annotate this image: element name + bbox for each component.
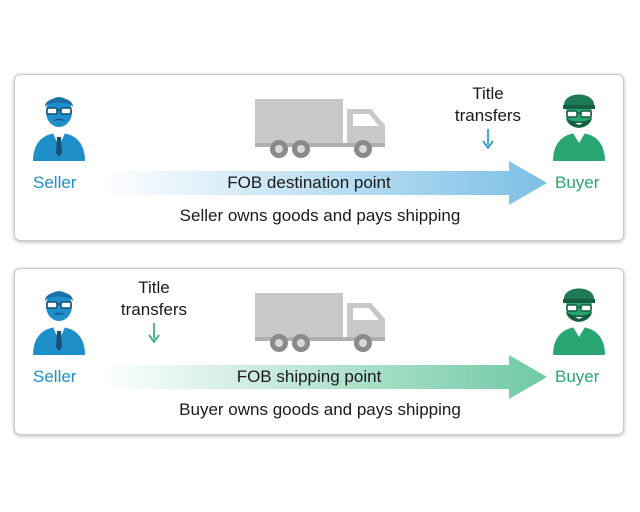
truck-icon — [255, 291, 391, 355]
title-transfers-line1: Title — [138, 278, 170, 297]
title-transfers-note: Title transfers — [109, 277, 199, 343]
seller-person-icon — [31, 281, 87, 355]
title-transfers-line1: Title — [472, 84, 504, 103]
title-transfers-line2: transfers — [120, 300, 188, 319]
fob-shipping-arrow — [99, 355, 547, 399]
buyer-label: Buyer — [555, 173, 600, 192]
arrow-label: FOB destination point — [227, 173, 391, 192]
title-transfers-note: Title transfers — [443, 83, 533, 149]
down-arrow-icon — [482, 129, 494, 149]
title-transfers-line2: transfers — [454, 106, 522, 125]
fob-destination-arrow — [99, 161, 547, 205]
fob-destination-panel: Seller Title transfers — [14, 74, 624, 241]
truck-icon — [255, 97, 391, 161]
arrow-label: FOB shipping point — [236, 367, 382, 386]
seller-person-icon — [31, 87, 87, 161]
buyer-person-icon — [551, 87, 607, 161]
buyer-label: Buyer — [555, 367, 600, 386]
fob-shipping-panel: Seller Title transfers — [14, 268, 624, 435]
buyer-person-icon — [551, 281, 607, 355]
seller-label: Seller — [33, 367, 77, 386]
panel-caption: Buyer owns goods and pays shipping — [179, 400, 461, 419]
panel-caption: Seller owns goods and pays shipping — [179, 206, 461, 225]
seller-label: Seller — [33, 173, 77, 192]
down-arrow-icon — [148, 323, 160, 343]
